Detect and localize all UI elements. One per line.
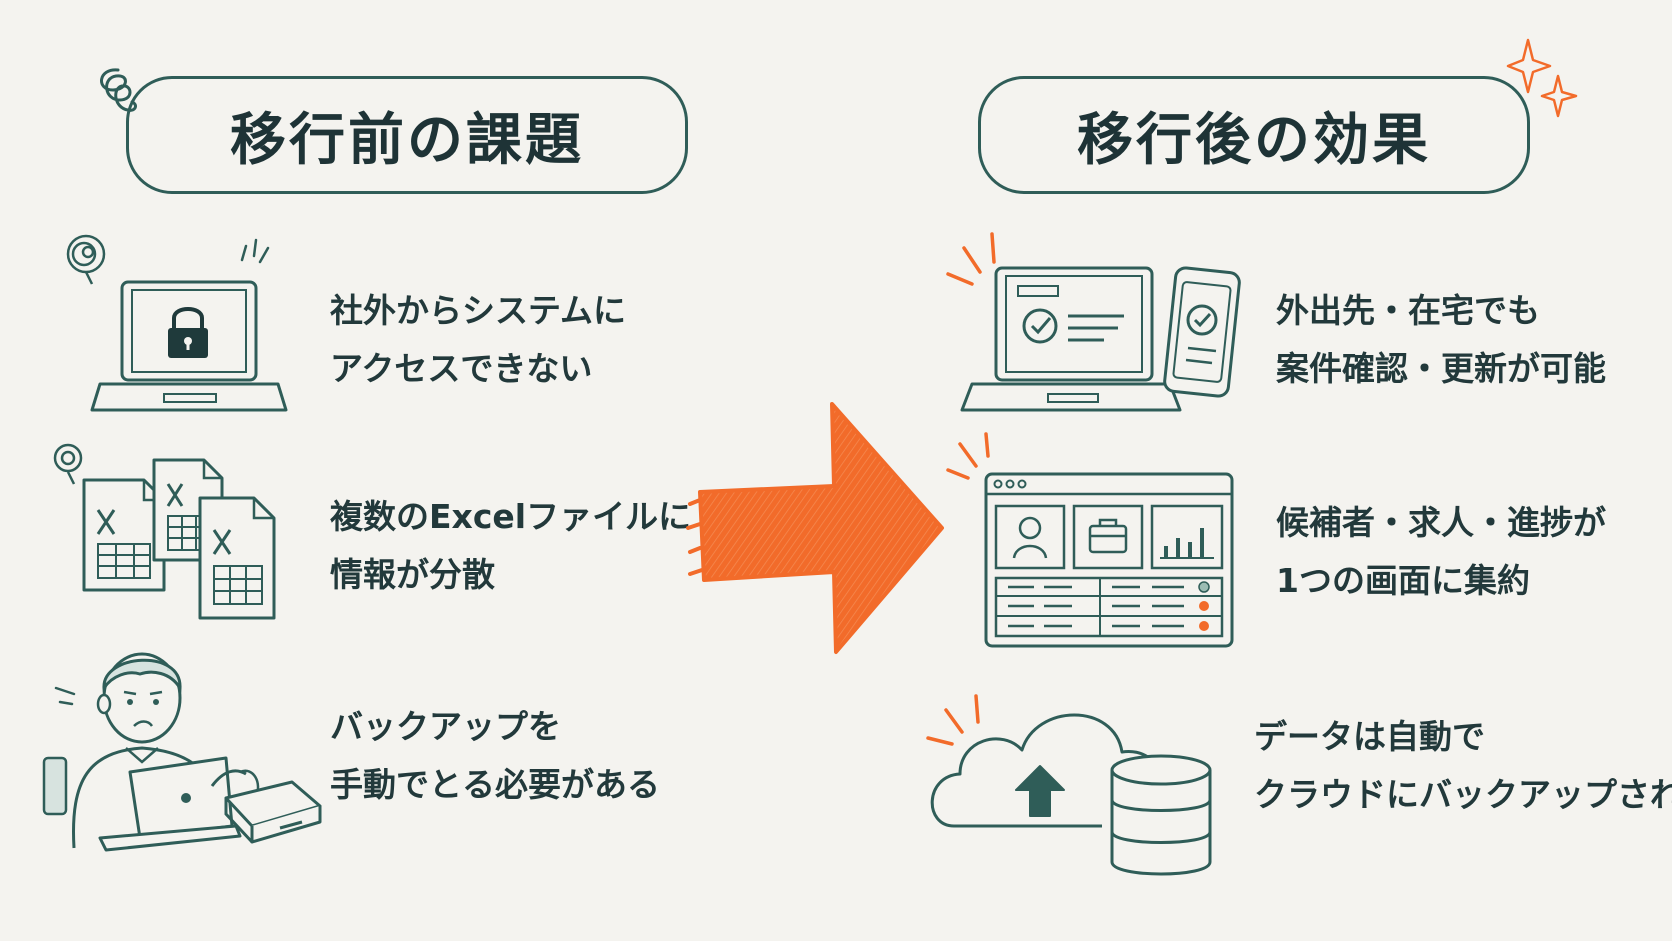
- before-item-3-line1: バックアップを: [330, 707, 561, 746]
- cloud-database-icon: [926, 694, 1212, 876]
- after-item-2-line1: 候補者・求人・進捗が: [1276, 503, 1606, 542]
- before-item-2-line2: 情報が分散: [330, 555, 495, 594]
- sparkle-icon: [1506, 38, 1578, 118]
- after-item-3-line2: クラウドにバックアップされる: [1254, 775, 1672, 814]
- manual-backup-person-icon: [42, 652, 322, 852]
- after-item-1-line2: 案件確認・更新が可能: [1276, 349, 1606, 388]
- locked-laptop-icon: [66, 234, 288, 412]
- after-item-2-text: 候補者・求人・進捗が 1つの画面に集約: [1276, 494, 1606, 610]
- before-item-3-line2: 手動でとる必要がある: [330, 765, 660, 804]
- after-item-1-line1: 外出先・在宅でも: [1276, 291, 1540, 330]
- after-item-3-line1: データは自動で: [1254, 717, 1485, 756]
- before-title: 移行前の課題: [230, 107, 584, 173]
- laptop-phone-check-icon: [946, 232, 1241, 412]
- excel-files-icon: [53, 443, 276, 620]
- before-item-2-text: 複数のExcelファイルに 情報が分散: [330, 488, 691, 604]
- before-item-1-text: 社外からシステムに アクセスできない: [330, 282, 626, 398]
- after-item-1-text: 外出先・在宅でも 案件確認・更新が可能: [1276, 282, 1606, 398]
- dashboard-icon: [946, 432, 1234, 648]
- before-item-1-line1: 社外からシステムに: [330, 291, 627, 330]
- before-item-1-line2: アクセスできない: [330, 349, 593, 388]
- after-item-3-text: データは自動で クラウドにバックアップされる: [1254, 708, 1672, 824]
- before-title-box: 移行前の課題: [126, 76, 688, 194]
- after-item-2-line2: 1つの画面に集約: [1276, 561, 1530, 600]
- before-item-3-text: バックアップを 手動でとる必要がある: [330, 698, 660, 814]
- after-title-box: 移行後の効果: [978, 76, 1530, 194]
- scribble-icon: [100, 68, 137, 112]
- after-title: 移行後の効果: [1077, 107, 1431, 173]
- before-item-2-line1: 複数のExcelファイルに: [330, 497, 692, 536]
- transition-arrow-icon: [686, 402, 944, 654]
